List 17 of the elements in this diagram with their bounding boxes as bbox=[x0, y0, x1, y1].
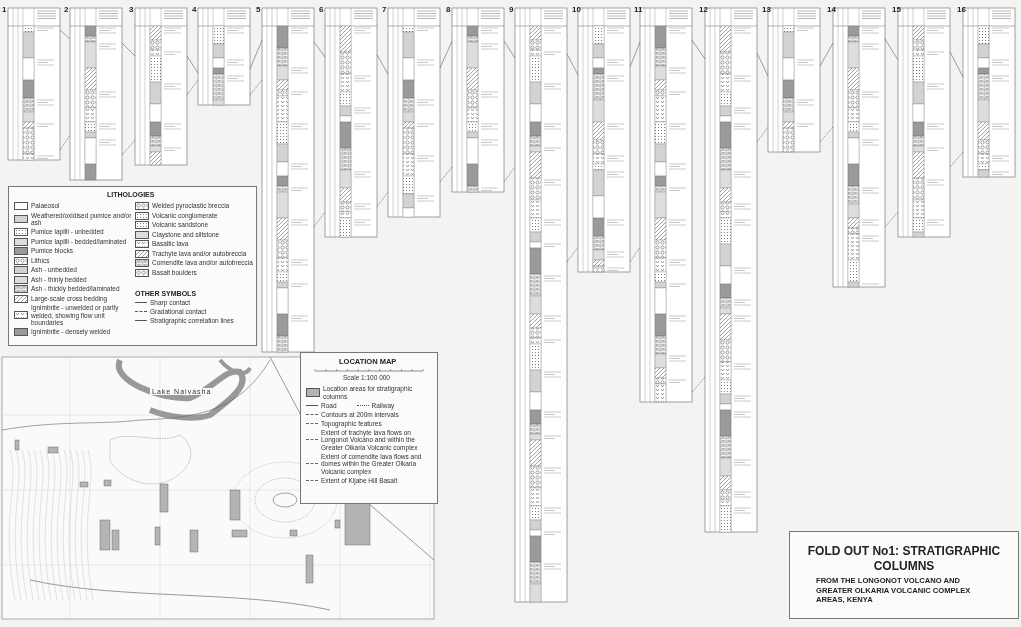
column-number: 2 bbox=[64, 5, 69, 14]
column-number: 10 bbox=[572, 5, 581, 14]
column-number: 1 bbox=[2, 5, 7, 14]
column-number: 12 bbox=[699, 5, 708, 14]
column-number: 3 bbox=[129, 5, 134, 14]
column-number: 4 bbox=[192, 5, 197, 14]
column-number: 7 bbox=[382, 5, 387, 14]
column-number: 8 bbox=[446, 5, 451, 14]
column-number: 15 bbox=[892, 5, 901, 14]
column-number: 9 bbox=[509, 5, 514, 14]
column-number: 14 bbox=[827, 5, 836, 14]
column-number: 16 bbox=[957, 5, 966, 14]
title: FOLD OUT No1: STRATIGRAPHIC COLUMNS bbox=[806, 544, 1002, 574]
column-number: 5 bbox=[256, 5, 261, 14]
column-number: 11 bbox=[634, 5, 643, 14]
column-number: 13 bbox=[762, 5, 771, 14]
column-number: 6 bbox=[319, 5, 324, 14]
